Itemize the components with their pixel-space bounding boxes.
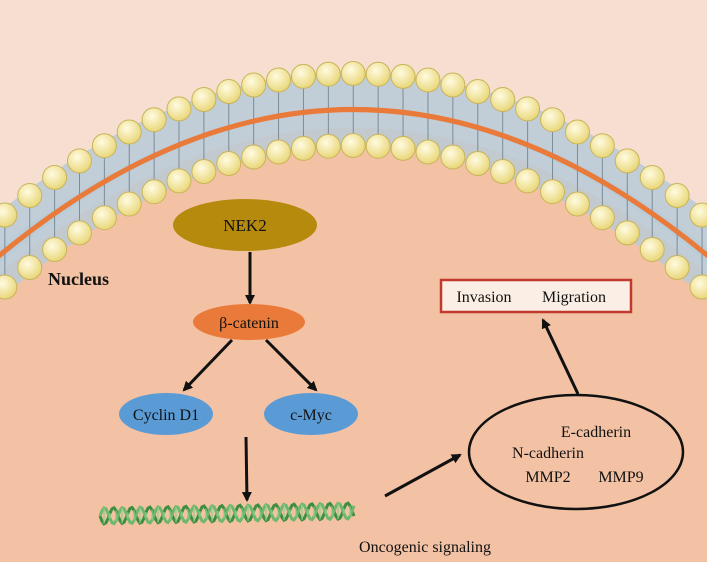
arrow-markers-to-outcome <box>541 318 580 395</box>
lipid-head <box>440 144 466 170</box>
outcome-box <box>439 278 633 314</box>
c-myc-node <box>264 393 358 435</box>
marker-mmp9: MMP9 <box>598 469 643 486</box>
nucleus-label: Nucleus <box>48 269 109 289</box>
dna-strand <box>98 501 356 526</box>
lipid-head <box>540 179 566 205</box>
lipid-head <box>266 67 292 93</box>
caption-oncogenic-signaling: Oncogenic signaling <box>359 539 491 556</box>
lipid-head <box>564 119 590 145</box>
lipid-head <box>664 183 690 209</box>
lipid-head <box>91 133 117 159</box>
lipid-head <box>639 165 665 190</box>
lipid-head <box>91 205 117 231</box>
lipid-heads-inner <box>0 133 707 300</box>
lipid-head <box>415 67 441 93</box>
beta-catenin-label: β-catenin <box>219 315 279 332</box>
lipid-head <box>17 183 43 209</box>
lipid-head <box>42 165 68 190</box>
lipid-head <box>116 119 142 145</box>
lipid-head <box>66 220 92 246</box>
lipid-head <box>241 72 267 98</box>
lipid-head <box>116 191 142 217</box>
lipid-head <box>0 274 18 300</box>
lipid-head <box>42 237 68 262</box>
outcome-migration: Migration <box>542 289 606 306</box>
lipid-head <box>216 151 242 177</box>
beta-catenin-node <box>193 304 305 340</box>
lipid-head <box>540 107 566 133</box>
lipid-head <box>689 274 707 300</box>
marker-e-cadherin: E-cadherin <box>561 424 631 441</box>
marker-n-cadherin: N-cadherin <box>512 445 584 462</box>
lipid-head <box>564 191 590 217</box>
cyclin-d1-node <box>119 393 213 435</box>
lipid-head <box>515 96 541 122</box>
lipid-head <box>415 139 441 165</box>
lipid-head <box>241 144 267 170</box>
nuclear-membrane <box>0 61 707 300</box>
lipid-head <box>465 151 491 177</box>
dna-helix <box>98 501 356 526</box>
marker-mmp2: MMP2 <box>525 469 570 486</box>
lipid-head <box>315 61 341 87</box>
lipid-head <box>191 159 217 184</box>
lipid-head <box>664 255 690 281</box>
lipid-head <box>290 135 316 161</box>
lipid-head <box>440 72 466 98</box>
lipid-head <box>390 63 416 89</box>
membrane-line <box>0 107 707 259</box>
lipid-head <box>0 202 18 228</box>
lipid-head <box>490 159 516 184</box>
nek2-label: NEK2 <box>223 216 266 235</box>
dna-strand <box>98 501 356 526</box>
lipid-head <box>166 96 192 122</box>
lipid-head <box>365 133 391 159</box>
c-myc-label: c-Myc <box>290 407 332 424</box>
lipid-head <box>315 133 341 159</box>
lipid-head <box>166 168 192 194</box>
nucleus-region <box>0 127 707 562</box>
lipid-head <box>465 79 491 105</box>
arrow-beta-catenin-to-c-myc <box>264 338 318 392</box>
lipid-head <box>689 202 707 228</box>
lipid-head <box>66 148 92 174</box>
lipid-heads-outer <box>0 61 707 228</box>
arrow-dna-to-markers <box>384 453 462 498</box>
lipid-head <box>290 63 316 89</box>
lipid-head <box>266 139 292 165</box>
lipid-head <box>614 220 640 246</box>
outcome-invasion: Invasion <box>456 289 511 306</box>
lipid-head <box>141 179 167 205</box>
lipid-head <box>639 237 665 262</box>
lipid-head <box>515 168 541 194</box>
lipid-head <box>589 205 615 231</box>
lipid-head <box>589 133 615 159</box>
lipid-head <box>141 107 167 133</box>
lipid-head <box>365 61 391 87</box>
arrow-to-dna <box>241 436 252 502</box>
lipid-head <box>390 135 416 161</box>
nek2-node <box>173 199 317 251</box>
arrow-beta-catenin-to-cyclin-d1 <box>182 338 234 392</box>
lipid-head <box>614 148 640 174</box>
lipid-head <box>340 61 366 86</box>
lipid-head <box>191 87 217 112</box>
markers-ellipse <box>467 393 685 511</box>
lipid-head <box>216 79 242 105</box>
cyclin-d1-label: Cyclin D1 <box>133 407 199 424</box>
lipid-head <box>490 87 516 112</box>
lipid-head <box>340 133 366 158</box>
lipid-head <box>17 255 43 281</box>
